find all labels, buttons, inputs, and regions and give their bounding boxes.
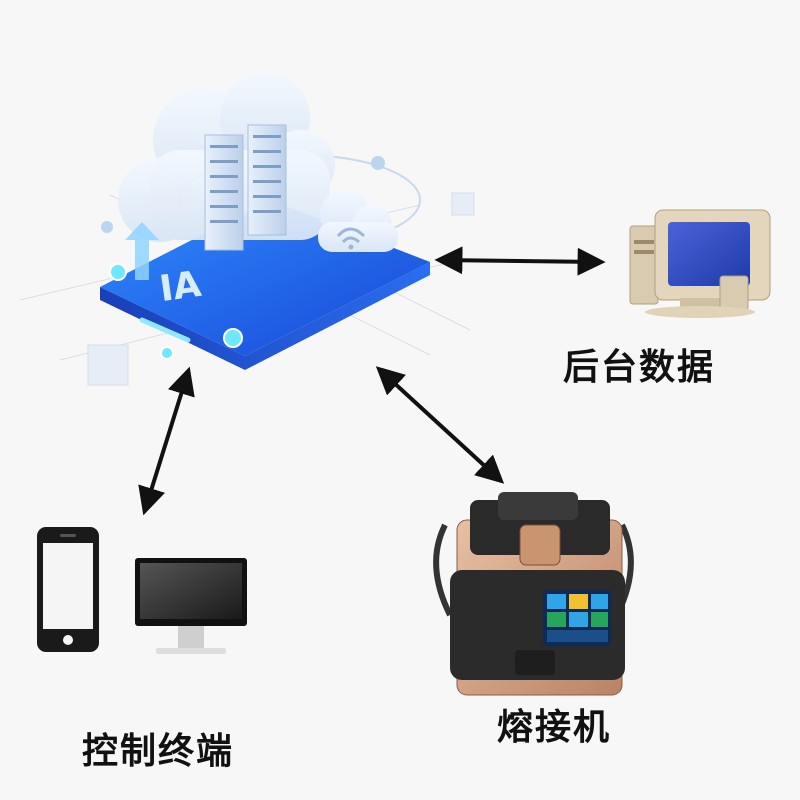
control-terminal-label: 控制终端 [82,731,235,772]
node-dot [160,346,174,360]
arrow-platform-backend [434,246,606,276]
desktop-computer-icon [629,209,771,318]
platform-light-bar [139,317,191,343]
upload-arrow-icon [125,222,159,280]
node-dot [223,328,243,348]
backend-data-label: 后台数据 [563,347,716,388]
arrow-platform-terminal [138,366,195,516]
cloud-shape [118,73,335,242]
cube-decoration [451,192,475,216]
platform-side [100,262,430,370]
node-dot [109,263,127,281]
phone-icon [37,527,99,652]
wifi-cloud-icon [318,190,398,252]
arrow-platform-splicer [375,366,505,484]
node-dot [371,156,385,170]
platform-logo-mark: IA [157,264,204,310]
cube-decoration [87,344,129,386]
cloud-platform-illustration: IA [19,73,475,386]
monitor-icon [135,558,247,654]
fusion-splicer-label: 熔接机 [497,707,612,748]
node-dot [101,221,113,233]
fusion-splicer-icon [433,492,634,696]
server-rack [204,124,287,251]
